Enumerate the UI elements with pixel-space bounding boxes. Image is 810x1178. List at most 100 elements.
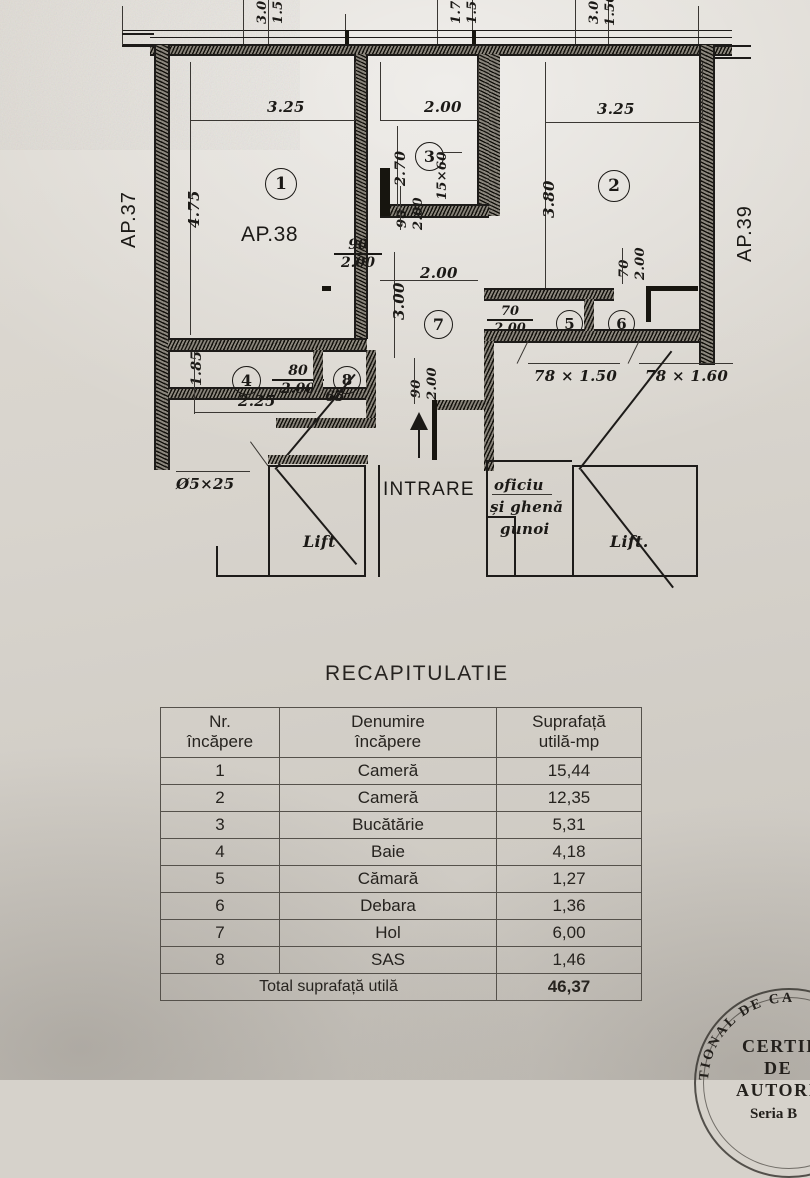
stamp-line4: Seria B	[750, 1106, 798, 1122]
window-dim-2-height: 1.5	[465, 0, 480, 24]
apartment-label: AP.38	[241, 223, 298, 246]
wall-edge	[484, 341, 700, 343]
shaft-inner-wall	[486, 516, 516, 518]
wall-bath-bottom	[168, 388, 368, 398]
room-marker-3: 3	[415, 142, 444, 171]
dim-bath-width: 2.25	[238, 392, 276, 410]
entrance-arrow-stem	[418, 428, 420, 458]
lift-right-wall-bottom	[486, 575, 698, 577]
stamp-line2: DE	[764, 1058, 793, 1078]
window-mullion	[345, 30, 349, 45]
cell-denumire: Cameră	[279, 784, 497, 813]
room-marker-2: 2	[598, 170, 630, 202]
cell-denumire: Hol	[279, 919, 497, 947]
window-mullion	[472, 30, 476, 45]
cell-suprafata: 12,35	[496, 784, 642, 813]
window-dim-1-width: 3.0	[255, 0, 270, 24]
dim-line-hall-width	[380, 280, 478, 282]
wall-edge	[168, 350, 367, 352]
window-dim-1-height: 1.5	[271, 0, 286, 24]
room-marker-7: 7	[424, 310, 453, 339]
wall-extension	[713, 57, 751, 59]
dim-tick	[698, 6, 700, 46]
door-height: 2.00	[340, 254, 376, 271]
lift-left-wall-top	[268, 465, 366, 467]
dim-bath-height: 1.85	[189, 350, 205, 386]
interior-wall-room2-left	[489, 54, 500, 216]
cell-denumire: SAS	[279, 945, 497, 974]
dim-hall-width: 2.00	[420, 264, 458, 282]
door-width-entrance: 90	[409, 379, 424, 398]
wall-edge	[484, 288, 614, 290]
dim-line-kitchen-height	[397, 126, 399, 208]
entrance-arrow-icon	[410, 412, 428, 430]
lift-right-wall-left	[572, 465, 574, 577]
dim-ext	[194, 352, 196, 414]
wall-sas-bottom	[276, 418, 376, 428]
wall-extension	[122, 45, 154, 47]
door-dim-bar-room2	[622, 248, 624, 284]
cell-denumire: Cameră	[279, 757, 497, 786]
header-sup-line2: utilă-mp	[538, 732, 600, 752]
header-nr: Nr. încăpere	[160, 706, 280, 759]
lift-right-wall-right	[696, 465, 698, 577]
lift-left-label: Lift	[303, 532, 336, 551]
dim-hall-height: 3.00	[390, 282, 408, 320]
label-underline	[528, 363, 620, 365]
table-header-row: Nr. încăpere Denumire încăpere Suprafață…	[160, 706, 642, 759]
cell-suprafata: 1,27	[496, 865, 642, 894]
cell-nr: 1	[160, 757, 280, 786]
door-width: 80	[288, 363, 308, 379]
cell-nr: 3	[160, 811, 280, 840]
wall-edge	[168, 387, 368, 389]
room-marker-1: 1	[265, 168, 297, 200]
lift-right-label: Lift.	[610, 532, 649, 551]
door-width-room2: 70	[617, 259, 632, 278]
header-sup-line1: Suprafață	[532, 712, 606, 731]
floor-plan-drawing: 3.0 1.5 1.7 1.5 3.0 1.50 1 AP.38 3.25 4.…	[118, 0, 756, 589]
dim-line-room1-height	[190, 120, 192, 335]
lift-right-wall-top	[572, 465, 698, 467]
cell-suprafata: 4,18	[496, 838, 642, 867]
cell-denumire: Bucătărie	[279, 811, 497, 840]
shaft-label-line2: și ghenă	[490, 498, 564, 516]
entrance-wall	[378, 465, 380, 577]
wall-hall-step	[432, 400, 486, 410]
door-dim-room1: 90 2.00	[334, 238, 382, 270]
wall-edge	[168, 398, 368, 400]
dim-tick	[575, 0, 577, 46]
wall-extension	[122, 33, 154, 35]
room-marker-4: 4	[232, 366, 261, 395]
dim-line-hall-height	[394, 252, 396, 358]
wall-edge	[713, 45, 715, 365]
dim-ext	[380, 62, 382, 120]
dim-tick	[608, 0, 610, 46]
cell-suprafata: 15,44	[496, 757, 642, 786]
dim-tick	[437, 0, 439, 46]
wall-edge	[699, 45, 701, 365]
wall-extension	[713, 45, 751, 47]
pipe-shaft-label: Ø5×25	[176, 475, 235, 493]
dim-line-bath-width	[194, 412, 316, 414]
header-nr-line2: încăpere	[186, 732, 254, 752]
door-dim-bar-entrance	[414, 358, 416, 404]
party-wall-left	[155, 45, 168, 470]
dim-room2-height: 3.80	[540, 180, 558, 218]
cell-denumire: Cămară	[279, 865, 497, 894]
leader-line	[250, 441, 269, 467]
dim-ext	[545, 62, 547, 122]
dim-line-room2-height	[545, 122, 547, 289]
dim-kitchen-width: 2.00	[424, 98, 462, 116]
stamp-arc-text: TIONAL DE CADASTR	[694, 988, 792, 1081]
shaft-label-line3: gunoi	[500, 520, 550, 538]
dim-tick	[243, 0, 245, 46]
label-underline	[639, 363, 733, 365]
wall-hall-lower	[432, 400, 437, 460]
interior-wall-kitchen-bottom	[380, 205, 489, 216]
dim-line-room1-width	[190, 120, 355, 122]
lift-left-wall-right	[364, 465, 366, 577]
dim-ext	[702, 62, 704, 122]
entrance-threshold	[268, 455, 368, 464]
